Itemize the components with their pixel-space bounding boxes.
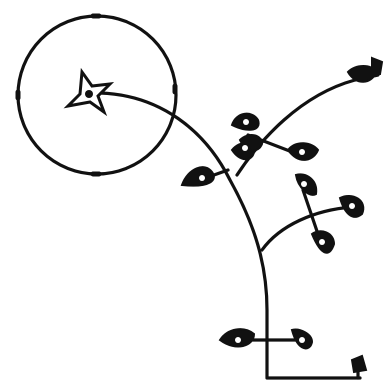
leaf-mark bbox=[319, 239, 325, 245]
leaf-mark bbox=[299, 337, 305, 343]
heart-leaf-icon bbox=[182, 167, 214, 185]
leaf-mark bbox=[199, 175, 205, 181]
heart-leaf-icon bbox=[352, 356, 366, 372]
heart-leaf-icon bbox=[372, 58, 382, 74]
leaf-mark bbox=[299, 149, 305, 155]
star-center bbox=[85, 90, 93, 98]
leaf-mark bbox=[243, 119, 249, 125]
branch-middle bbox=[262, 207, 352, 250]
leaf-mark bbox=[235, 337, 241, 343]
leaf-mark bbox=[301, 181, 307, 187]
leaf-mark bbox=[242, 145, 248, 151]
leaf-mark bbox=[349, 203, 355, 209]
